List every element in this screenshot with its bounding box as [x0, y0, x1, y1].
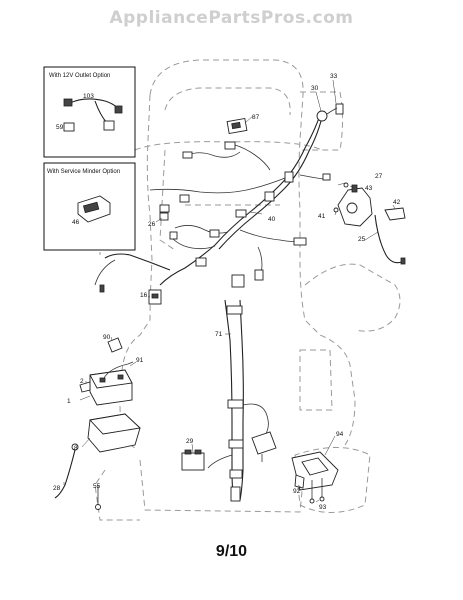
harness-connector-4 — [264, 191, 275, 202]
harness-connector-11 — [169, 231, 178, 240]
callout-27: 27 — [375, 173, 383, 180]
callout-26: 26 — [148, 221, 156, 228]
part-90-clip — [107, 337, 123, 353]
callout-91: 91 — [136, 357, 144, 364]
callout-59: 59 — [56, 124, 64, 131]
part-29-solenoid — [181, 449, 205, 471]
mower-chassis-outline — [94, 59, 401, 521]
outlet-socket — [103, 120, 115, 131]
key-switch-plug — [231, 274, 245, 288]
battery-cable — [54, 443, 101, 510]
callout-43: 43 — [365, 185, 373, 192]
callout-28: 28 — [53, 485, 61, 492]
callout-93: 93 — [319, 504, 327, 511]
callout-92: 92 — [293, 488, 301, 495]
harness-connector-1 — [182, 151, 193, 159]
harness-connector-9 — [293, 237, 307, 246]
part-42-25-switch — [374, 207, 406, 265]
callout-71: 71 — [215, 331, 223, 338]
harness-connector-7 — [195, 257, 207, 267]
relay — [251, 431, 277, 462]
callout-90: 90 — [103, 334, 111, 341]
page-number: 9/10 — [215, 543, 248, 560]
callout-leader-lines — [63, 79, 396, 503]
harness-71-connector-4 — [229, 469, 243, 479]
harness-71-connector-1 — [226, 305, 243, 315]
part-43-pto-switch — [333, 182, 373, 227]
harness-connector-6 — [209, 229, 220, 238]
inset-title-service-minder: With Service Minder Option — [47, 169, 120, 175]
inset-title-12v: With 12V Outlet Option — [49, 73, 110, 79]
callout-29: 29 — [186, 438, 194, 445]
callout-41: 41 — [318, 213, 326, 220]
inset-12v-outlet: With 12V Outlet Option 103 59 — [43, 66, 136, 158]
harness-71-connector-2 — [227, 399, 244, 409]
callout-30: 30 — [311, 85, 319, 92]
harness-connector-5 — [235, 209, 247, 218]
battery-assembly — [79, 361, 141, 453]
outlet-plug-59 — [63, 122, 75, 132]
callout-42: 42 — [393, 199, 401, 206]
site-watermark: AppliancePartsPros.com — [109, 8, 354, 28]
outlet-connector-b — [114, 105, 123, 114]
callout-46: 46 — [72, 219, 80, 226]
callout-25: 25 — [358, 236, 366, 243]
inset-service-minder: With Service Minder Option 46 — [43, 162, 136, 251]
harness-connector-2 — [224, 141, 236, 150]
harness-connector-13 — [159, 204, 170, 213]
part-87-switch — [226, 118, 248, 134]
callout-labels: 33 30 87 27 43 42 41 26 40 25 16 71 90 9… — [53, 73, 401, 511]
callout-87: 87 — [252, 114, 260, 121]
callout-8: 8 — [74, 445, 78, 452]
part-26-connector — [159, 212, 169, 221]
callout-2: 2 — [80, 378, 84, 385]
part-30-33-plug — [316, 103, 344, 122]
harness-71-connector-3 — [228, 439, 244, 449]
callout-55: 55 — [93, 483, 101, 490]
outlet-connector-a — [63, 98, 73, 107]
harness-connector-3 — [284, 171, 294, 183]
harness-connector-10 — [254, 269, 264, 281]
callout-33: 33 — [330, 73, 338, 80]
rear-wiring-harness — [207, 274, 269, 502]
harness-connector-12 — [322, 173, 331, 181]
callout-40: 40 — [268, 216, 276, 223]
harness-connector-8 — [179, 194, 190, 203]
small-components — [107, 212, 169, 353]
callout-16: 16 — [140, 292, 148, 299]
callout-94: 94 — [336, 431, 344, 438]
callout-103: 103 — [83, 93, 94, 100]
battery-bracket — [79, 381, 91, 393]
callout-1: 1 — [67, 398, 71, 405]
harness-71-end — [230, 486, 241, 502]
part-94-rear-bracket — [291, 451, 339, 504]
